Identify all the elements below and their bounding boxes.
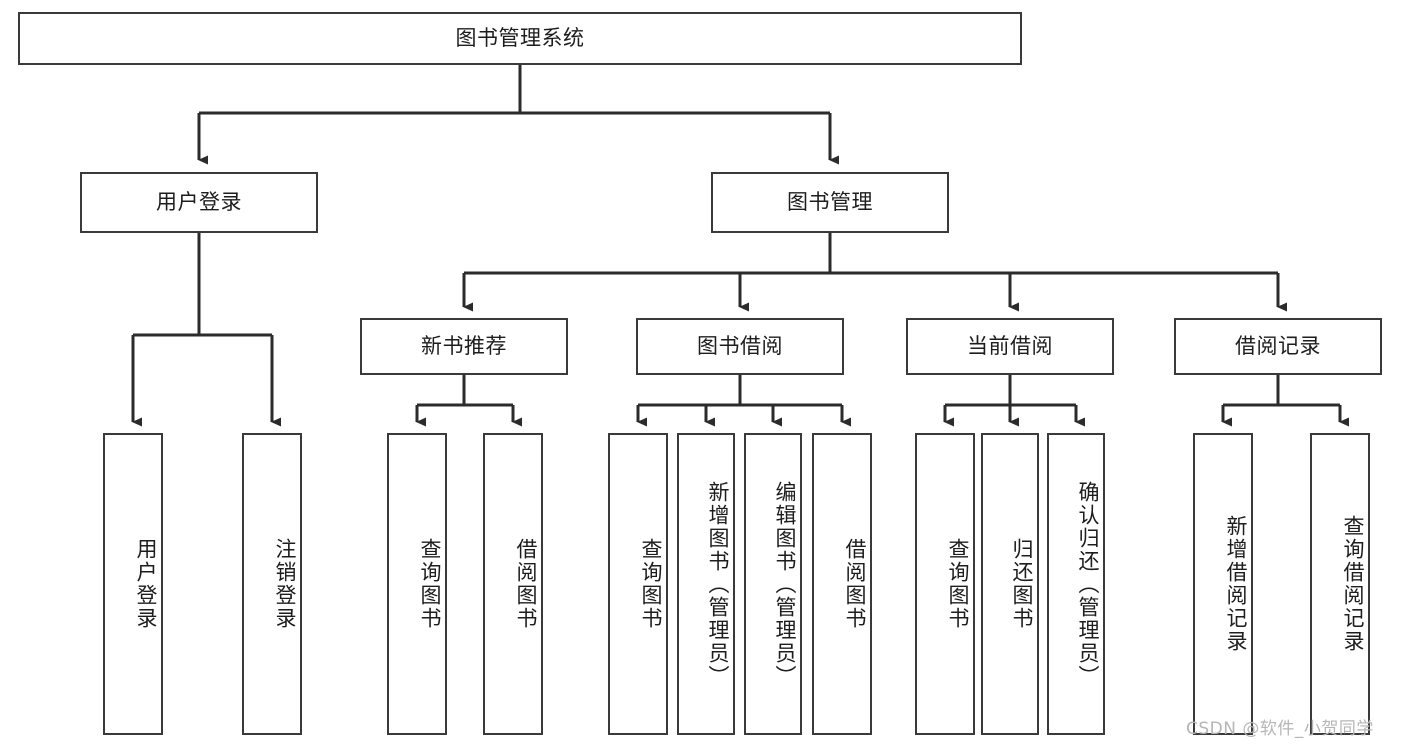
leaf-logout[interactable]: 注销登录 [242,433,302,735]
node-label: 用户登录 [156,189,242,214]
node-label: 查询图书 [639,538,663,630]
node-current-borrow[interactable]: 当前借阅 [906,318,1114,375]
leaf-edit-book-admin[interactable]: 编辑图书（管理员） [744,433,802,735]
leaf-query-book-borrow[interactable]: 查询图书 [608,433,668,735]
node-label: 编辑图书（管理员） [773,480,797,688]
node-label: 确认归还（管理员） [1076,480,1100,688]
node-label: 图书管理 [787,189,873,214]
node-new-book-recommend[interactable]: 新书推荐 [360,318,568,375]
leaf-query-book-current[interactable]: 查询图书 [915,433,975,735]
leaf-add-book-admin[interactable]: 新增图书（管理员） [677,433,735,735]
leaf-query-borrow-record[interactable]: 查询借阅记录 [1310,433,1370,735]
leaf-borrow-book-recommend[interactable]: 借阅图书 [483,433,543,735]
node-label: 查询图书 [946,538,970,630]
node-root-book-management-system[interactable]: 图书管理系统 [18,12,1022,65]
node-user-login[interactable]: 用户登录 [80,172,318,233]
node-label: 借阅图书 [514,538,538,630]
leaf-user-login[interactable]: 用户登录 [103,433,163,735]
node-label: 用户登录 [134,538,158,630]
watermark: CSDN @软件_小贺同学 [1186,719,1374,739]
node-label: 借阅记录 [1235,333,1321,358]
node-borrow-record[interactable]: 借阅记录 [1174,318,1382,375]
leaf-query-book-recommend[interactable]: 查询图书 [387,433,447,735]
node-label: 图书借阅 [697,333,783,358]
node-label: 当前借阅 [967,333,1053,358]
node-label: 注销登录 [273,538,297,630]
node-label: 新书推荐 [421,333,507,358]
node-label: 归还图书 [1010,538,1034,630]
node-label: 新增图书（管理员） [706,480,730,688]
node-label: 查询图书 [418,538,442,630]
node-book-management[interactable]: 图书管理 [711,172,949,233]
leaf-borrow-book[interactable]: 借阅图书 [812,433,872,735]
node-book-borrow[interactable]: 图书借阅 [636,318,844,375]
leaf-return-book[interactable]: 归还图书 [981,433,1039,735]
node-label: 借阅图书 [843,538,867,630]
leaf-add-borrow-record[interactable]: 新增借阅记录 [1193,433,1253,735]
node-label: 查询借阅记录 [1341,515,1365,653]
node-label: 图书管理系统 [455,25,585,50]
node-label: 新增借阅记录 [1224,515,1248,653]
leaf-confirm-return-admin[interactable]: 确认归还（管理员） [1047,433,1105,735]
